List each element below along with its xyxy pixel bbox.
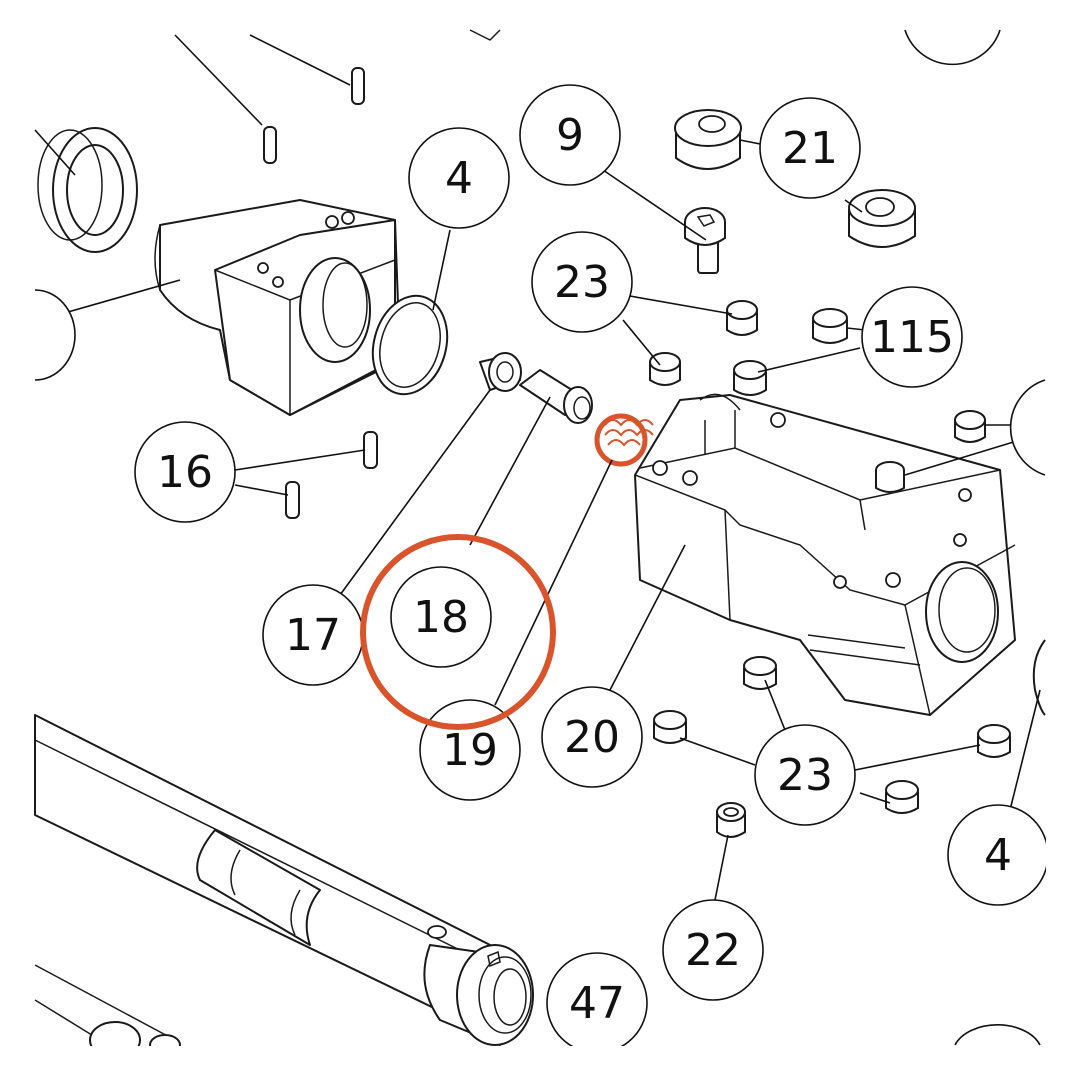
leader-22 [714, 834, 729, 901]
svg-text:22: 22 [685, 925, 741, 976]
pin-top-2 [263, 126, 277, 164]
crop-right [1046, 0, 1080, 1080]
svg-text:9: 9 [556, 110, 584, 161]
leader-17 [339, 389, 491, 596]
nut-22 [716, 802, 746, 838]
svg-text:20: 20 [564, 712, 620, 763]
bushing-17 [479, 352, 522, 392]
crop-left [0, 0, 34, 1080]
leader-4b [1009, 689, 1041, 811]
callout-23-bottom: 23 [754, 724, 856, 826]
callout-115: 115 [861, 286, 963, 388]
highlight-circle-spring [594, 413, 648, 467]
svg-text:115: 115 [870, 312, 954, 363]
leader-16-b [234, 484, 289, 496]
leader-23b-4 [859, 792, 891, 804]
callout-21: 21 [759, 97, 861, 199]
screw-9 [684, 207, 726, 274]
callout-9: 9 [519, 84, 621, 186]
svg-text:23: 23 [777, 750, 833, 801]
callout-17: 17 [262, 584, 364, 686]
o-ring-4 [371, 294, 449, 396]
leader-21-b [844, 199, 863, 213]
main-block-20 [634, 393, 1016, 716]
leader-top-left-2 [249, 34, 351, 86]
callout-23-top: 23 [531, 231, 633, 333]
pin-top-1 [351, 67, 365, 105]
cap-115-a [812, 308, 848, 344]
callout-18: 18 [390, 566, 492, 668]
svg-text:21: 21 [782, 123, 838, 174]
svg-text:4: 4 [445, 153, 473, 204]
leader-23a-1 [629, 295, 733, 315]
cap-right-edge [954, 410, 986, 443]
svg-text:17: 17 [285, 610, 341, 661]
svg-text:16: 16 [157, 447, 213, 498]
part-partial-bottom-left [34, 964, 181, 1059]
svg-text:23: 23 [554, 257, 610, 308]
svg-text:4: 4 [984, 830, 1012, 881]
bubble-partial-top [904, 29, 1001, 66]
cap-115-b [733, 360, 767, 396]
callout-47: 47 [546, 952, 648, 1054]
bearing-housing-left [154, 199, 401, 416]
seal-rings-left [34, 127, 138, 253]
crop-bottom [0, 1046, 1080, 1080]
leader-top-left-1 [174, 34, 263, 126]
callout-4-bottom: 4 [947, 804, 1049, 906]
svg-text:47: 47 [569, 978, 625, 1029]
highlight-circle-18 [360, 534, 556, 730]
callout-4-top: 4 [408, 127, 510, 229]
leader-16-a [234, 449, 366, 471]
callout-20: 20 [541, 686, 643, 788]
nut-21-b [848, 189, 916, 248]
shaft-47 [34, 714, 534, 1046]
leader-23b-2 [679, 737, 756, 766]
part-partial-right [1032, 639, 1046, 716]
cap-23-upper-b [649, 352, 681, 386]
leader-23b-3 [854, 744, 981, 771]
pin-16-b [285, 481, 300, 519]
leader-9 [599, 167, 707, 241]
leader-2x-2 [904, 439, 1021, 476]
pin-16-a [363, 431, 378, 469]
pin-18 [519, 369, 593, 424]
svg-text:19: 19 [442, 725, 498, 776]
leader-19 [494, 459, 613, 706]
bubble-partial-left [34, 289, 76, 381]
leader-18 [469, 396, 551, 546]
callout-16: 16 [134, 421, 236, 523]
cap-23-lower-a [743, 656, 777, 690]
part-partial-top [469, 29, 501, 41]
leader-115-2 [757, 347, 861, 373]
leader-4a [432, 229, 451, 311]
cap-23-lower-b [653, 710, 687, 744]
svg-text:18: 18 [413, 592, 469, 643]
leader-23a-2 [622, 319, 661, 366]
cap-23-upper-a [726, 300, 758, 336]
leader-20 [609, 544, 686, 691]
callout-22: 22 [662, 899, 764, 1001]
nut-21-a [674, 109, 742, 170]
bubble-partial-bottom-right [954, 1024, 1041, 1046]
leader-23b-1 [764, 679, 786, 731]
cap-23-lower-d [885, 780, 919, 814]
cap-23-lower-c [977, 724, 1011, 758]
